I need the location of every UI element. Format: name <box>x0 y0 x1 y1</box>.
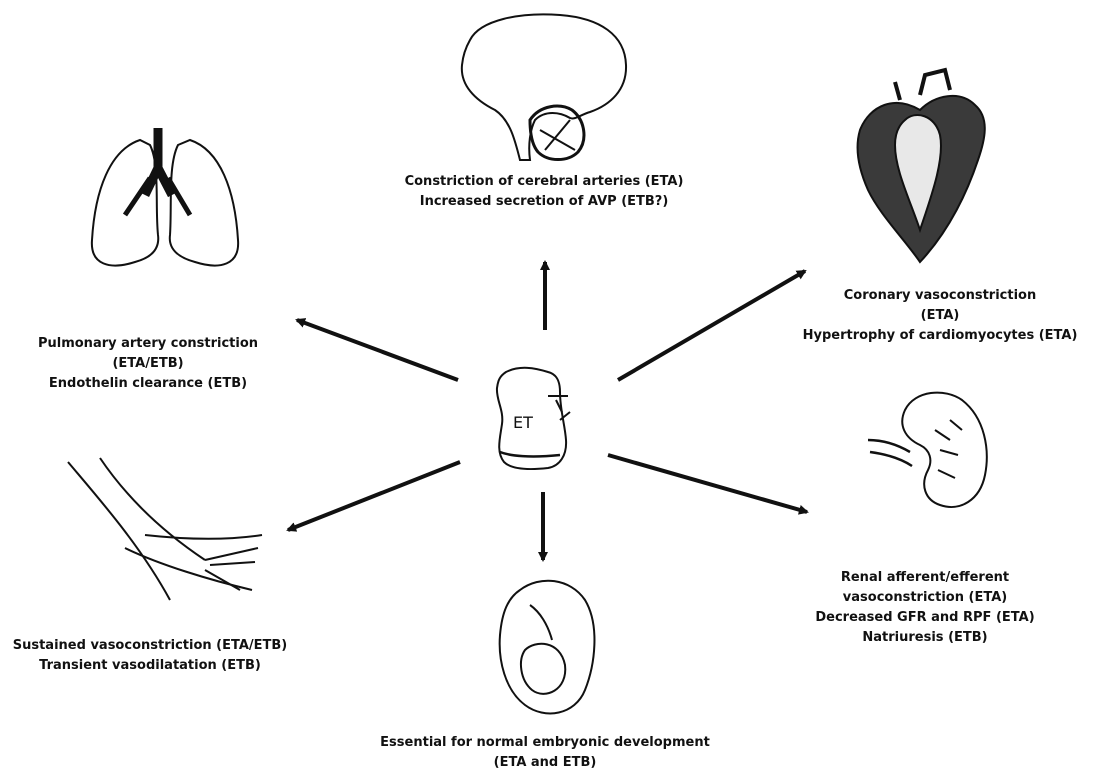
lungs-icon <box>92 128 238 266</box>
arrow-to-heart <box>618 271 805 380</box>
vessels-effect-line-2: Transient vasodilatation (ETB) <box>13 656 288 676</box>
center-label: ET <box>513 413 533 432</box>
arrow-to-lungs <box>297 320 458 380</box>
heart-effect-line-1: Coronary vasoconstriction <box>803 286 1078 306</box>
lungs-effect-line-1: Pulmonary artery constriction <box>38 334 258 354</box>
blood-vessels-icon <box>68 458 262 600</box>
embryo-effect-line-1: Essential for normal embryonic developme… <box>380 733 710 753</box>
kidney-effect-line-3: Decreased GFR and RPF (ETA) <box>815 608 1034 628</box>
kidney-effect-line-1: Renal afferent/efferent <box>815 568 1034 588</box>
kidney-icon <box>868 393 987 507</box>
heart-effect-line-2: (ETA) <box>803 306 1078 326</box>
kidney-effect-line-2: vasoconstriction (ETA) <box>815 588 1034 608</box>
vessels-effect-line-1: Sustained vasoconstriction (ETA/ETB) <box>13 636 288 656</box>
embryo-icon <box>500 581 595 714</box>
brain-effects-label: Constriction of cerebral arteries (ETA) … <box>405 172 684 212</box>
vessels-effects-label: Sustained vasoconstriction (ETA/ETB) Tra… <box>13 636 288 676</box>
lungs-effect-line-2: (ETA/ETB) <box>38 354 258 374</box>
heart-effect-line-3: Hypertrophy of cardiomyocytes (ETA) <box>803 326 1078 346</box>
brain-icon <box>462 14 626 160</box>
embryo-effects-label: Essential for normal embryonic developme… <box>380 733 710 773</box>
arrow-to-kidney <box>608 455 807 512</box>
endothelial-cell-icon: ET <box>497 368 570 469</box>
lungs-effects-label: Pulmonary artery constriction (ETA/ETB) … <box>38 334 258 394</box>
lungs-effect-line-3: Endothelin clearance (ETB) <box>38 374 258 394</box>
heart-effects-label: Coronary vasoconstriction (ETA) Hypertro… <box>803 286 1078 346</box>
arrow-to-vessels <box>288 462 460 530</box>
heart-icon <box>858 70 985 262</box>
brain-effect-line-1: Constriction of cerebral arteries (ETA) <box>405 172 684 192</box>
kidney-effect-line-4: Natriuresis (ETB) <box>815 628 1034 648</box>
brain-effect-line-2: Increased secretion of AVP (ETB?) <box>405 192 684 212</box>
kidney-effects-label: Renal afferent/efferent vasoconstriction… <box>815 568 1034 648</box>
arrows <box>288 262 807 560</box>
embryo-effect-line-2: (ETA and ETB) <box>380 753 710 773</box>
